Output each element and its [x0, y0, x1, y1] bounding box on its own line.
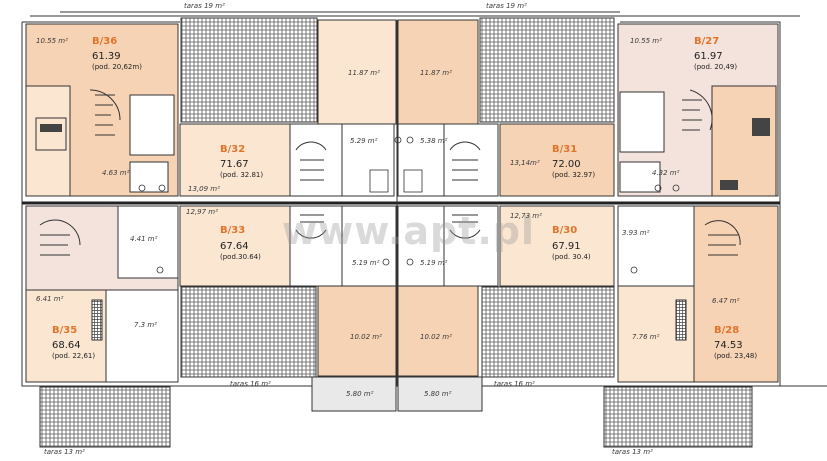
- unit-code-b28: B/28: [714, 325, 740, 336]
- room-area: 12,73 m²: [510, 212, 542, 220]
- unit-code-b31: B/31: [552, 144, 578, 155]
- terrace-label-bottom-left-mid: taras 16 m²: [230, 380, 271, 388]
- unit-sub-b35: (pod. 22,61): [52, 352, 96, 360]
- room-area: 6.47 m²: [712, 297, 740, 305]
- room-area: 10.55 m²: [630, 37, 662, 45]
- room-area: 11.87 m²: [420, 69, 452, 77]
- room-area: 7.76 m²: [632, 333, 660, 341]
- terrace-bottom-right: [481, 286, 615, 378]
- unit-area-b31: 72.00: [552, 159, 581, 170]
- room-area: 11.87 m²: [348, 69, 380, 77]
- room-area: 12,97 m²: [186, 208, 218, 216]
- terrace-top-right: [479, 17, 615, 123]
- room-area: 4.41 m²: [130, 235, 158, 243]
- terrace-label-top-right: taras 19 m²: [486, 2, 527, 10]
- unit-sub-b33: (pod.30.64): [220, 253, 261, 261]
- room-area: 10.02 m²: [350, 333, 382, 341]
- unit-sub-b36: (pod. 20,62m): [92, 63, 142, 71]
- room-area: 5.80 m²: [424, 390, 452, 398]
- room-area: 6.41 m²: [36, 295, 64, 303]
- apartment-b33: [179, 205, 397, 377]
- unit-code-b35: B/35: [52, 325, 78, 336]
- unit-code-b30: B/30: [552, 225, 578, 236]
- room-area: 5.38 m²: [420, 137, 448, 145]
- watermark: www.apt.pl: [282, 209, 535, 253]
- unit-area-b30: 67.91: [552, 241, 581, 252]
- balcony-right: [397, 376, 483, 412]
- terrace-label-top-left: taras 19 m²: [184, 2, 225, 10]
- apartment-b35: [25, 205, 179, 383]
- unit-sub-b31: (pod. 32.97): [552, 171, 596, 179]
- apartment-b30: [397, 205, 615, 377]
- terrace-label-bottom-right-mid: taras 16 m²: [494, 380, 535, 388]
- terrace-bottom-left: [180, 286, 317, 378]
- terrace-label-bottom-right-edge: taras 13 m²: [612, 448, 653, 456]
- room-area: 5.80 m²: [346, 390, 374, 398]
- room-area: 10.55 m²: [36, 37, 68, 45]
- unit-sub-b32: (pod. 32.81): [220, 171, 264, 179]
- room-area: 13,09 m²: [188, 185, 220, 193]
- apartment-b27: [617, 23, 779, 197]
- apartment-b28: [617, 205, 779, 383]
- room-area: 5.19 m²: [352, 259, 380, 267]
- balcony-left: [311, 376, 397, 412]
- terrace-label-bottom-left-edge: taras 13 m²: [44, 448, 85, 456]
- unit-code-b36: B/36: [92, 36, 118, 47]
- terrace-edge-right: [603, 386, 753, 448]
- unit-area-b32: 71.67: [220, 159, 249, 170]
- room-area: 4.32 m²: [652, 169, 680, 177]
- bathroom-fixtures: [138, 136, 680, 274]
- unit-sub-b28: (pod. 23,48): [714, 352, 758, 360]
- room-area: 4.63 m²: [102, 169, 130, 177]
- outer-walls: [21, 11, 827, 387]
- unit-area-b33: 67.64: [220, 241, 249, 252]
- room-area: 13,14m²: [510, 159, 540, 167]
- unit-sub-b27: (pod. 20,49): [694, 63, 738, 71]
- apartment-b32: [179, 19, 397, 197]
- unit-code-b27: B/27: [694, 36, 720, 47]
- unit-area-b27: 61.97: [694, 51, 723, 62]
- apartment-b31: [397, 19, 615, 197]
- apartment-b36: [25, 23, 179, 197]
- unit-code-b32: B/32: [220, 144, 246, 155]
- terrace-top-left: [180, 17, 318, 123]
- unit-sub-b30: (pod. 30.4): [552, 253, 591, 261]
- terrace-edge-left: [39, 386, 171, 448]
- room-area: 7.3 m²: [134, 321, 157, 329]
- unit-area-b35: 68.64: [52, 340, 81, 351]
- unit-code-b33: B/33: [220, 225, 246, 236]
- room-area: 5.19 m²: [420, 259, 448, 267]
- room-area: 3.93 m²: [622, 229, 650, 237]
- room-area: 5.29 m²: [350, 137, 378, 145]
- unit-area-b28: 74.53: [714, 340, 743, 351]
- unit-area-b36: 61.39: [92, 51, 121, 62]
- room-area: 10.02 m²: [420, 333, 452, 341]
